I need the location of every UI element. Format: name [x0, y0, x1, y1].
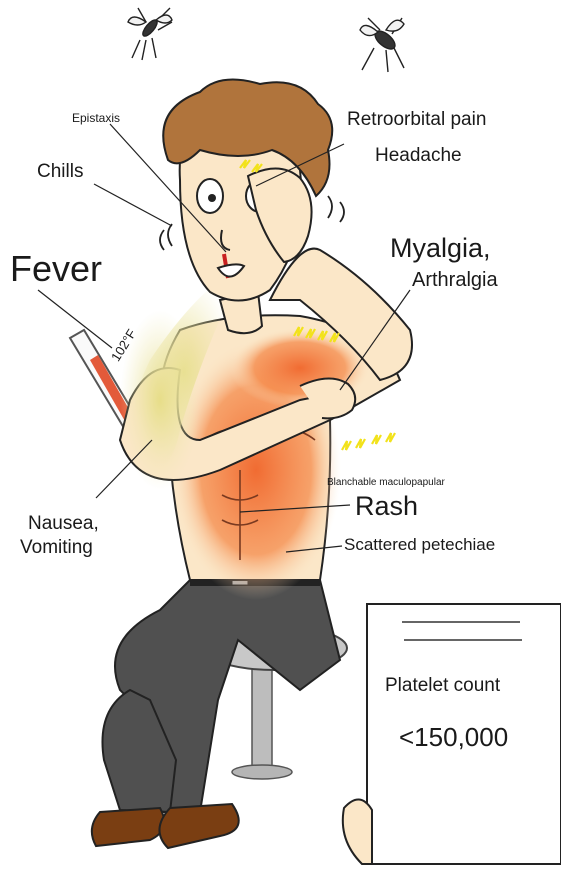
label-rash-qualifier: Blanchable maculopapular	[327, 478, 445, 489]
platelet-count-title: Platelet count	[385, 675, 500, 697]
label-epistaxis: Epistaxis	[72, 112, 120, 125]
label-nausea: Nausea,	[28, 514, 99, 534]
label-chills: Chills	[37, 162, 83, 182]
label-headache: Headache	[375, 146, 462, 166]
label-rash: Rash	[355, 492, 418, 520]
label-scattered-petechiae: Scattered petechiae	[344, 536, 495, 554]
label-myalgia: Myalgia,	[390, 234, 491, 262]
label-fever: Fever	[10, 250, 102, 288]
mosquito-left-icon	[128, 8, 172, 60]
mosquito-right-icon	[360, 18, 404, 72]
label-retroorbital-pain: Retroorbital pain	[347, 110, 486, 130]
label-arthralgia: Arthralgia	[412, 270, 498, 291]
pants	[102, 572, 340, 812]
label-vomiting: Vomiting	[20, 538, 93, 558]
platelet-count-value: <150,000	[399, 722, 508, 753]
